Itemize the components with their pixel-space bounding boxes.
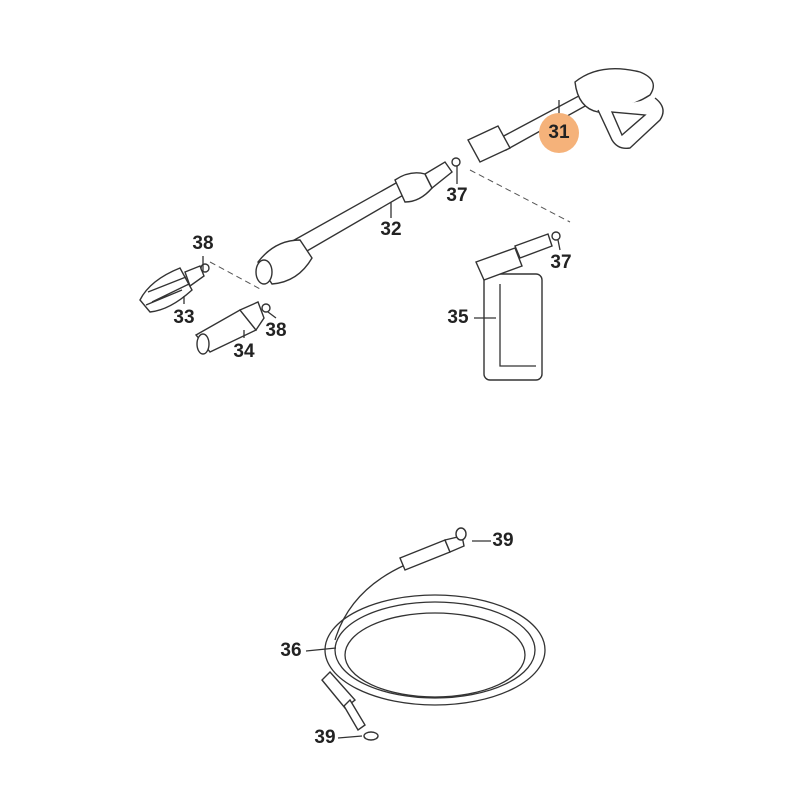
part-label-39[interactable]: 39 xyxy=(492,530,514,551)
o-ring xyxy=(200,263,210,273)
o-ring xyxy=(551,231,561,241)
hose xyxy=(321,535,546,732)
part-label-34[interactable]: 34 xyxy=(233,341,255,362)
o-ring xyxy=(455,527,467,541)
part-label-37[interactable]: 37 xyxy=(550,252,572,273)
assembly-line xyxy=(209,261,263,291)
part-label-39[interactable]: 39 xyxy=(314,727,336,748)
part-label-38[interactable]: 38 xyxy=(265,320,287,341)
o-ring xyxy=(451,157,461,167)
part-label-33[interactable]: 33 xyxy=(173,307,195,328)
o-ring xyxy=(261,303,271,313)
leader-line xyxy=(183,100,561,739)
part-label-38[interactable]: 38 xyxy=(192,233,214,254)
rotary-nozzle xyxy=(139,265,205,313)
vario-nozzle xyxy=(194,301,265,355)
part-label-37[interactable]: 37 xyxy=(446,185,468,206)
part-label-36[interactable]: 36 xyxy=(280,640,302,661)
part-label-31[interactable]: 31 xyxy=(548,122,570,143)
highlight-marker xyxy=(539,113,579,153)
spray-gun xyxy=(467,67,664,163)
foam-bottle xyxy=(475,233,553,381)
part-label-35[interactable]: 35 xyxy=(447,307,469,328)
part-label-32[interactable]: 32 xyxy=(380,219,402,240)
o-ring xyxy=(363,731,379,741)
spray-lance xyxy=(255,161,453,285)
assembly-line xyxy=(469,169,571,223)
